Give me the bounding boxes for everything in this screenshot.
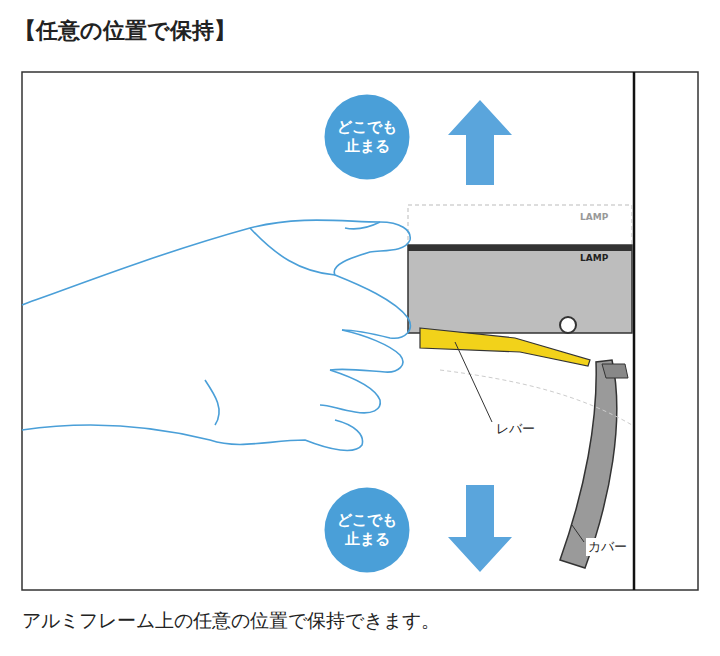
ghost-device [408, 205, 632, 247]
up-arrow [448, 100, 512, 185]
ghost-logo: LAMP [578, 212, 610, 222]
frame [22, 72, 698, 590]
knob [560, 317, 576, 333]
bubble-circle [325, 95, 410, 180]
caption: アルミフレーム上の任意の位置で保持できます。 [22, 608, 440, 634]
lever-leader [455, 342, 492, 422]
down-arrow [448, 485, 512, 572]
bubble-circle [325, 488, 410, 573]
cover-hinge [602, 364, 628, 378]
part-name: レバー [494, 420, 537, 438]
device-top [408, 245, 632, 251]
device-body [408, 245, 632, 333]
badge-text: どこでも 止まる [334, 118, 400, 157]
part-name: カバー [586, 538, 629, 556]
bubble-badge: どこでも 止まる [324, 94, 410, 180]
cover [560, 360, 617, 568]
bubble-badge: どこでも 止まる [324, 487, 410, 573]
badge-text: どこでも 止まる [334, 511, 400, 550]
aluminium-frame [633, 72, 636, 590]
device-logo: LAMP [578, 253, 610, 263]
lever [420, 328, 590, 366]
ghost-line [440, 370, 632, 425]
title: 【任意の位置で保持】 [14, 16, 236, 46]
cover-leader [572, 525, 584, 542]
hand [22, 220, 410, 450]
